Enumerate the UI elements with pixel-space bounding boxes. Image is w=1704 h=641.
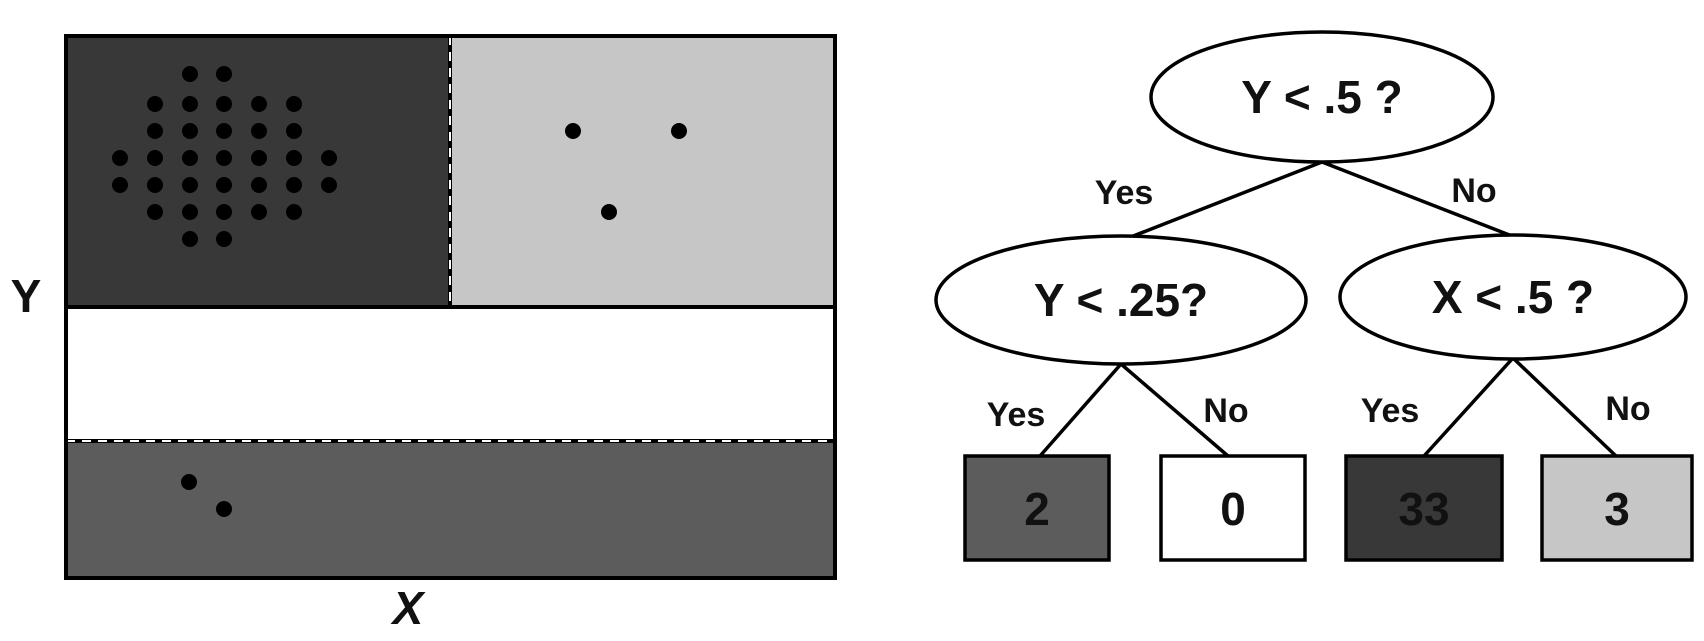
point-top-left [321,150,337,166]
partition-plot: Y X [11,34,837,634]
edge-label-root-yes: Yes [1095,174,1154,212]
leaf-1: 2 [963,454,1111,562]
plot-border [64,34,837,580]
point-top-left [182,177,198,193]
data-points [112,66,687,517]
region-middle [66,306,835,441]
point-bottom [181,474,197,490]
node-left: Y < .25? [934,234,1308,366]
leaf-3-value: 33 [1398,483,1449,535]
region-top-left [66,36,450,306]
point-top-left [216,123,232,139]
leaf-2-value: 0 [1220,483,1246,535]
leaf-4-value: 3 [1604,483,1630,535]
node-root-label: Y < .5 ? [1241,71,1403,123]
point-top-left [182,123,198,139]
x-axis-label: X [390,582,426,634]
point-top-left [216,66,232,82]
point-top-left [286,204,302,220]
edge-left-yes [1038,362,1123,458]
point-top-left [112,150,128,166]
node-left-label: Y < .25? [1034,274,1208,326]
point-top-right [671,123,687,139]
edge-right-no [1511,356,1618,458]
point-top-left [286,96,302,112]
region-top-right [450,36,835,306]
point-top-left [182,66,198,82]
point-top-left [182,204,198,220]
leaf-3: 33 [1344,454,1504,562]
point-top-left [251,150,267,166]
leaf-2: 0 [1159,454,1307,562]
point-top-left [147,96,163,112]
node-right: X < .5 ? [1338,233,1688,361]
edge-label-right-yes: Yes [1361,392,1420,430]
node-right-label: X < .5 ? [1432,271,1594,323]
point-top-right [565,123,581,139]
point-top-left [147,177,163,193]
leaf-4: 3 [1540,454,1694,562]
point-top-left [286,177,302,193]
point-top-left [216,96,232,112]
decision-tree: Yes No Yes No Yes No Y < .5 ? Y < .25? X… [934,30,1694,562]
point-top-left [182,150,198,166]
point-bottom [216,501,232,517]
edge-root-no [1321,160,1513,238]
leaf-1-value: 2 [1024,483,1050,535]
node-root: Y < .5 ? [1149,30,1495,164]
y-axis-label: Y [11,270,42,322]
point-top-left [321,177,337,193]
edge-label-left-no: No [1203,392,1248,430]
point-top-left [251,96,267,112]
point-top-left [182,96,198,112]
edge-label-root-no: No [1451,172,1496,210]
point-top-left [147,204,163,220]
point-top-left [251,123,267,139]
point-top-right [601,204,617,220]
region-bottom [66,441,835,578]
point-top-left [286,123,302,139]
point-top-left [251,204,267,220]
edge-left-no [1119,362,1230,458]
point-top-left [216,204,232,220]
point-top-left [216,231,232,247]
edge-root-yes [1117,160,1323,244]
point-top-left [216,177,232,193]
point-top-left [147,150,163,166]
edge-right-yes [1422,356,1515,458]
edge-label-right-no: No [1605,390,1650,428]
point-top-left [251,177,267,193]
point-top-left [112,177,128,193]
edge-label-left-yes: Yes [987,396,1046,434]
point-top-left [216,150,232,166]
point-top-left [147,123,163,139]
point-top-left [182,231,198,247]
point-top-left [286,150,302,166]
